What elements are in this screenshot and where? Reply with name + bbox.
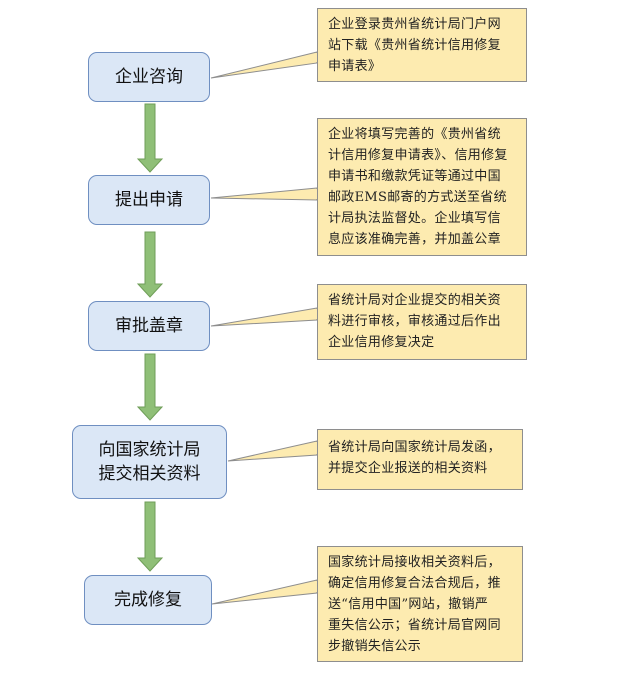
- step-submit-to-national-bureau: 向国家统计局 提交相关资料: [72, 425, 227, 499]
- callout-pointer-1: [210, 51, 318, 79]
- callout-pointer-5: [211, 579, 318, 605]
- note-line: 企业信用修复决定: [328, 335, 435, 350]
- callout-pointer-4: [227, 440, 318, 462]
- note-line: 计局执法监督处。企业填写信: [328, 211, 501, 226]
- note-send-to-national: 省统计局向国家统计局发函， 并提交企业报送的相关资料: [317, 429, 523, 490]
- note-line: 邮政EMS邮寄的方式送至省统: [328, 190, 507, 205]
- note-line: 息应该准确完善，并加盖公章: [328, 232, 501, 247]
- flow-arrow-4: [136, 501, 164, 572]
- note-line: 计信用修复申请表》、信用修复: [328, 148, 508, 163]
- note-line: 步撤销失信公示: [328, 639, 422, 654]
- note-line: 省统计局向国家统计局发函，: [328, 440, 501, 455]
- note-mail-application: 企业将填写完善的《贵州省统 计信用修复申请表》、信用修复 申请书和缴款凭证等通过…: [317, 118, 527, 256]
- flow-arrow-1: [136, 103, 164, 173]
- note-review-decision: 省统计局对企业提交的相关资 料进行审核，审核通过后作出 企业信用修复决定: [317, 284, 527, 360]
- step-approve-stamp: 审批盖章: [88, 301, 210, 351]
- note-download-form: 企业登录贵州省统计局门户网 站下载《贵州省统计信用修复 申请表》: [317, 8, 527, 82]
- step-complete-repair: 完成修复: [84, 575, 212, 625]
- step-label: 提出申请: [115, 190, 183, 210]
- note-line: 重失信公示；省统计局官网同: [328, 618, 501, 633]
- step-enterprise-consult: 企业咨询: [88, 52, 210, 102]
- note-line: 申请书和缴款凭证等通过中国: [328, 169, 501, 184]
- note-line: 省统计局对企业提交的相关资: [328, 293, 501, 308]
- step-submit-application: 提出申请: [88, 175, 210, 225]
- flow-arrow-3: [136, 353, 164, 421]
- note-line: 站下载《贵州省统计信用修复: [328, 38, 501, 53]
- note-national-processing: 国家统计局接收相关资料后， 确定信用修复合法合规后，推 送“信用中国”网站，撤销…: [317, 546, 523, 662]
- callout-pointer-3: [210, 307, 318, 327]
- flow-arrow-2: [136, 231, 164, 298]
- callout-pointer-2: [210, 187, 318, 201]
- step-label: 完成修复: [114, 590, 182, 610]
- note-line: 送“信用中国”网站，撤销严: [328, 597, 489, 612]
- note-line: 申请表》: [328, 59, 382, 74]
- note-line: 企业将填写完善的《贵州省统: [328, 127, 501, 142]
- note-line: 企业登录贵州省统计局门户网: [328, 17, 501, 32]
- note-line: 国家统计局接收相关资料后，: [328, 555, 501, 570]
- step-label-line-1: 向国家统计局: [98, 440, 201, 460]
- note-line: 确定信用修复合法合规后，推: [328, 576, 501, 591]
- note-line: 并提交企业报送的相关资料: [328, 461, 488, 476]
- note-line: 料进行审核，审核通过后作出: [328, 314, 501, 329]
- step-label: 企业咨询: [115, 67, 183, 87]
- step-label: 审批盖章: [115, 316, 183, 336]
- step-label-line-2: 提交相关资料: [98, 464, 201, 484]
